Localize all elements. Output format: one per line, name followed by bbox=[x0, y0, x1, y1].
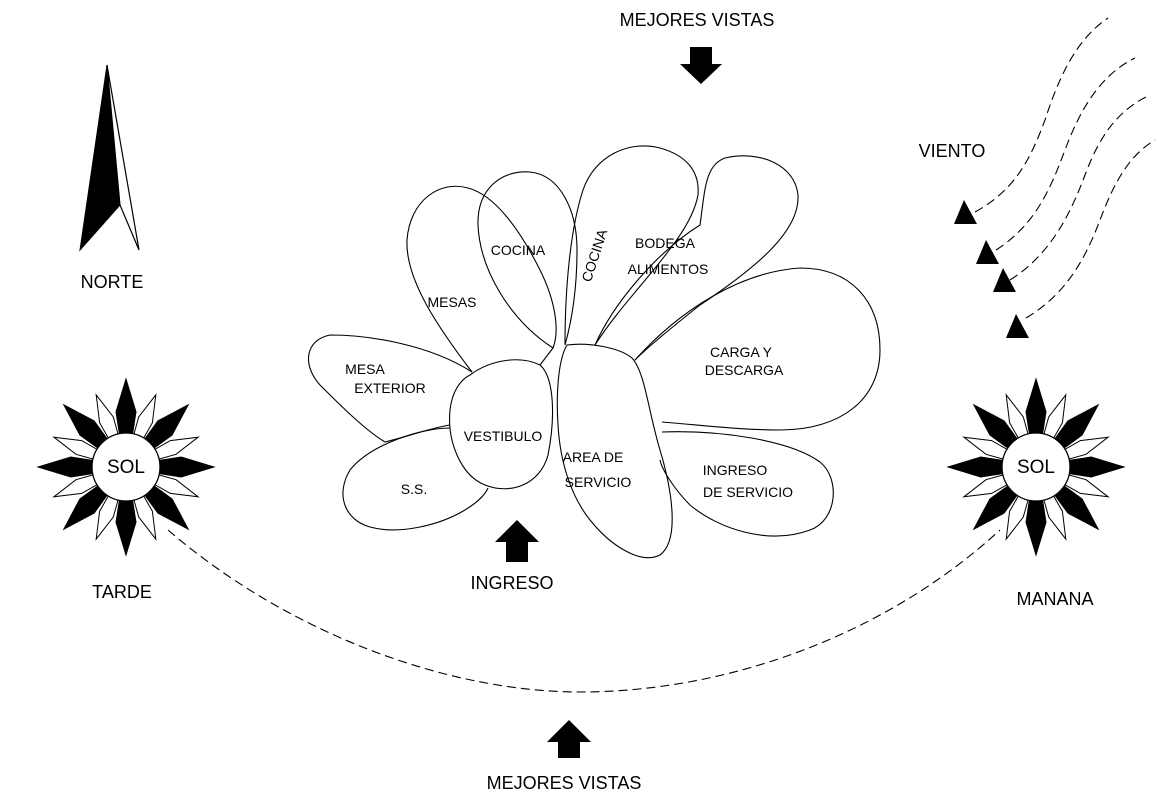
label-vestibulo: VESTIBULO bbox=[464, 428, 543, 444]
label-mesas: MESAS bbox=[427, 294, 476, 310]
zone-area-servicio bbox=[556, 343, 673, 559]
sun-ray bbox=[36, 456, 98, 478]
label-ingreso-serv-1: INGRESO bbox=[703, 462, 768, 478]
label-cocina-2: COCINA bbox=[578, 226, 610, 283]
zone-bodega bbox=[594, 155, 799, 361]
sun-ray bbox=[1025, 377, 1047, 439]
sun-west-icon bbox=[36, 377, 216, 557]
north-label: NORTE bbox=[81, 272, 144, 292]
wind-triangles bbox=[954, 200, 1029, 338]
label-cocina-1: COCINA bbox=[491, 242, 546, 258]
zone-vestibulo bbox=[449, 359, 554, 490]
sun-ray bbox=[115, 495, 137, 557]
zone-ingreso-servicio bbox=[659, 431, 834, 537]
label-mesa-ext-1: MESA bbox=[345, 361, 385, 377]
sun-ray bbox=[154, 456, 216, 478]
entry-label: INGRESO bbox=[470, 573, 553, 593]
label-carga-1: CARGA Y bbox=[710, 344, 773, 360]
zone-mesas bbox=[406, 185, 557, 373]
top-views-label: MEJORES VISTAS bbox=[620, 10, 775, 30]
sun-ray bbox=[1025, 495, 1047, 557]
zone-cocina-2 bbox=[564, 145, 699, 346]
sun-west-label: SOL bbox=[107, 457, 145, 478]
sun-path bbox=[167, 529, 1001, 693]
wind-lines bbox=[974, 17, 1156, 319]
sun-ray bbox=[1064, 456, 1126, 478]
north-arrow-icon bbox=[79, 64, 140, 252]
sun-west-caption: TARDE bbox=[92, 582, 152, 602]
bottom-views-label: MEJORES VISTAS bbox=[487, 773, 642, 793]
label-ingreso-serv-2: DE SERVICIO bbox=[703, 484, 793, 500]
label-bodega-2: ALIMENTOS bbox=[628, 261, 709, 277]
label-ss: S.S. bbox=[401, 481, 427, 497]
wind-label: VIENTO bbox=[919, 141, 986, 161]
label-carga-2: DESCARGA bbox=[705, 362, 784, 378]
label-area-1: AREA DE bbox=[563, 449, 624, 465]
down-arrow-icon bbox=[680, 47, 722, 84]
sun-ray bbox=[115, 377, 137, 439]
zone-cocina-1 bbox=[477, 171, 578, 349]
up-arrow-icon bbox=[547, 720, 591, 758]
label-area-2: SERVICIO bbox=[565, 474, 632, 490]
sun-east-icon bbox=[946, 377, 1126, 557]
zone-connector bbox=[539, 347, 554, 366]
zone-ss bbox=[342, 427, 489, 531]
label-mesa-ext-2: EXTERIOR bbox=[354, 380, 426, 396]
sun-east-caption: MANANA bbox=[1016, 589, 1093, 609]
zone-carga bbox=[634, 267, 881, 431]
sun-ray bbox=[946, 456, 1008, 478]
label-bodega-1: BODEGA bbox=[635, 235, 696, 251]
zone-bubbles bbox=[307, 145, 881, 559]
entry-arrow-icon bbox=[495, 520, 539, 562]
sun-disc bbox=[1001, 432, 1071, 502]
sun-disc bbox=[91, 432, 161, 502]
sun-east-label: SOL bbox=[1017, 457, 1055, 478]
